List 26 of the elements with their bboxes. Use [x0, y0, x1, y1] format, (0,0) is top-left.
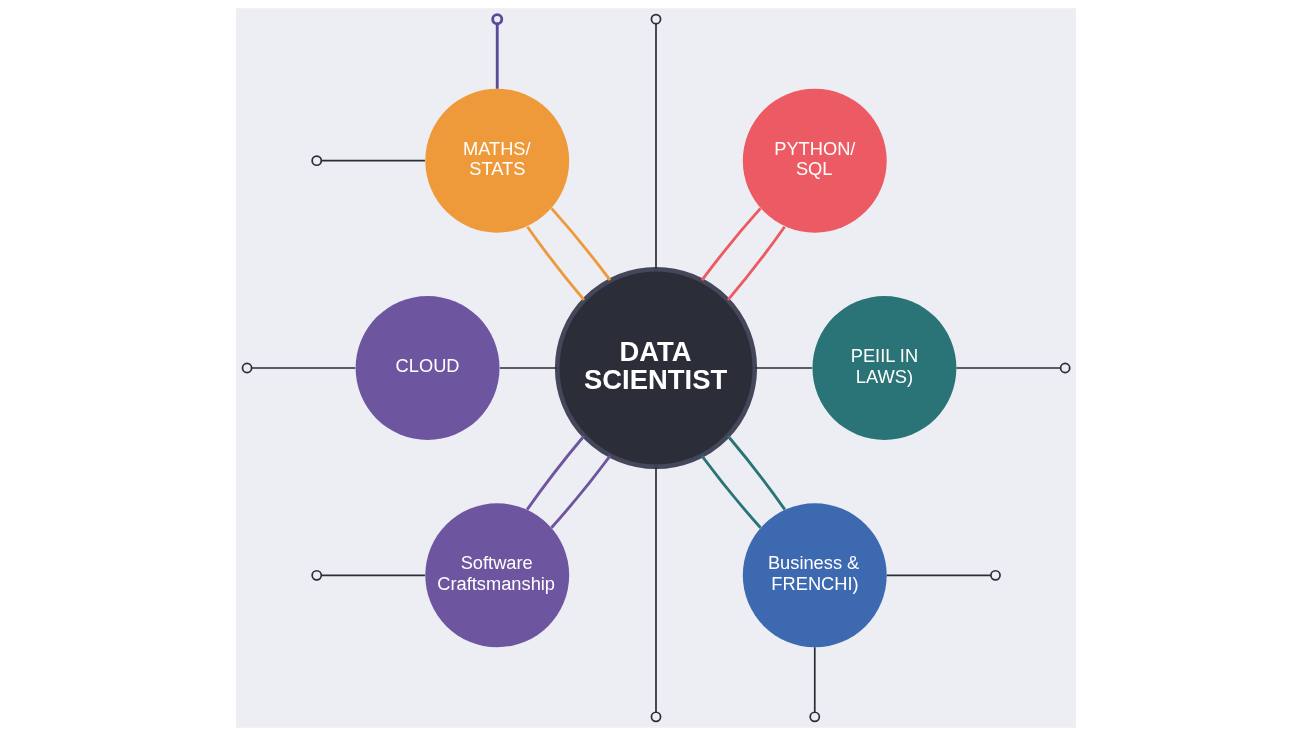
connector [700, 454, 762, 529]
connector [655, 465, 657, 713]
node-circle: DATA SCIENTIST [554, 266, 758, 470]
node-circle: PEIIL IN LAWS) [812, 296, 957, 440]
connector [495, 23, 499, 89]
node-circle: Software Craftsmanship [425, 503, 570, 648]
connector [655, 23, 657, 270]
connector [320, 574, 426, 577]
connector [526, 225, 586, 301]
connector [700, 207, 762, 282]
connector [955, 367, 1062, 369]
connector [813, 646, 816, 714]
node-circle: Business & FRENCHI) [742, 503, 887, 648]
node-circle: CLOUD [355, 296, 500, 440]
connector [550, 207, 612, 282]
connector [550, 454, 612, 529]
connector [726, 225, 786, 301]
node-circle: PYTHON/ SQL [742, 88, 887, 233]
connector [754, 367, 813, 369]
connector [499, 367, 559, 369]
connector [250, 367, 357, 369]
connector [320, 159, 426, 162]
connector [525, 435, 585, 511]
connector [885, 574, 992, 577]
connector [727, 435, 787, 511]
node-circle: MATHS/ STATS [425, 88, 570, 233]
